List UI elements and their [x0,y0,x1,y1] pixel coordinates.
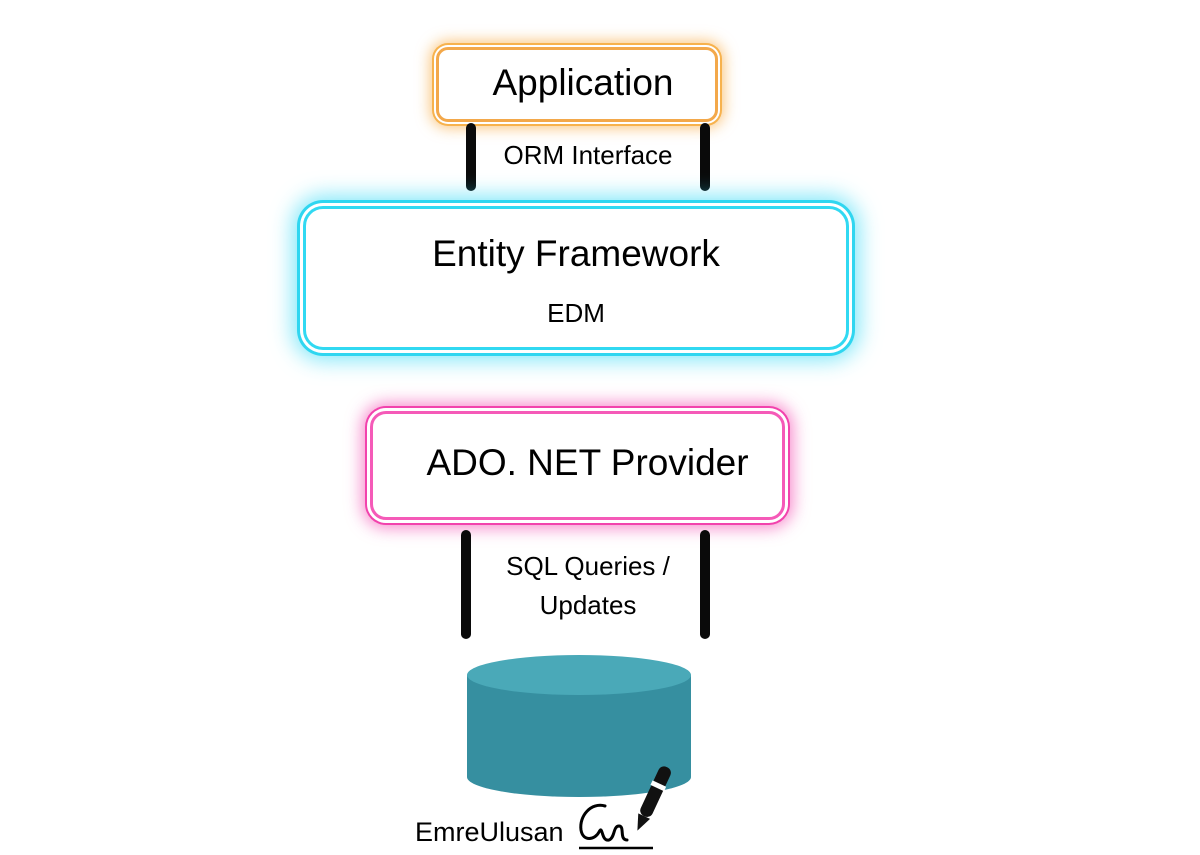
signature-scribble [579,803,629,842]
sql-label-line-1: SQL Queries / [506,551,670,581]
orm-connector-left [466,123,476,191]
application-title: Application [492,62,674,103]
database-icon [467,655,691,797]
ado-net-provider-box [370,411,785,520]
sql-connector-right [700,530,710,639]
entity-framework-box [303,206,849,350]
pen-icon [579,766,671,850]
edm-label: EDM [547,298,605,328]
ado-net-provider-title: ADO. NET Provider [426,442,749,483]
pen-shape [637,766,671,831]
sql-connector-left [461,530,471,639]
sql-queries-label: SQL Queries / Updates [478,547,698,625]
orm-interface-label: ORM Interface [503,140,673,170]
orm-connector-right [700,123,710,191]
database-body [467,675,691,797]
sql-label-line-2: Updates [539,590,637,620]
application-box [436,47,718,122]
signature-name: EmreUlusan [415,817,564,847]
database-top [467,655,691,695]
entity-framework-title: Entity Framework [432,233,720,274]
